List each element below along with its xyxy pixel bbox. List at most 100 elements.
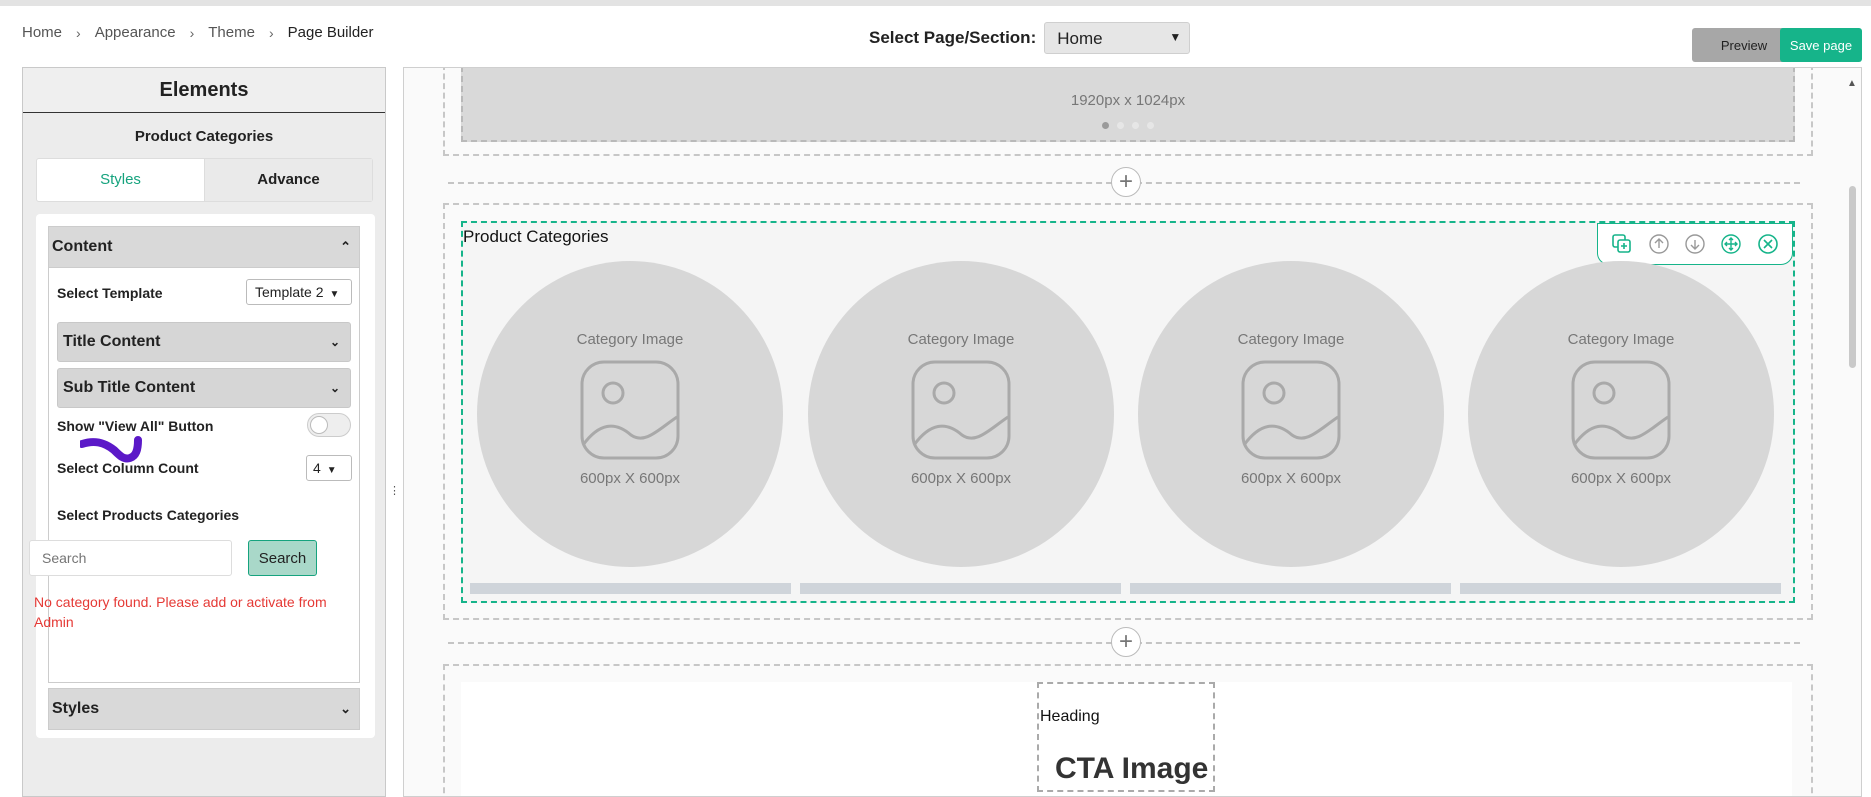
preview-button[interactable]: Preview xyxy=(1692,28,1796,62)
breadcrumb: Home › Appearance › Theme › Page Builder xyxy=(22,24,374,41)
top-strip xyxy=(0,0,1871,6)
image-placeholder-icon xyxy=(580,360,680,460)
column-count-label: Select Column Count xyxy=(57,460,199,476)
title-content-accordion[interactable]: Title Content ⌄ xyxy=(57,322,351,362)
slider-dot[interactable] xyxy=(1117,122,1124,129)
category-size: 600px X 600px xyxy=(579,470,681,487)
move-down-icon[interactable] xyxy=(1682,231,1708,257)
category-size: 600px X 600px xyxy=(910,470,1012,487)
panel-resize-handle[interactable]: ⋮ xyxy=(389,485,400,497)
view-all-label: Show "View All" Button xyxy=(57,418,214,434)
image-placeholder-icon xyxy=(911,360,1011,460)
slider-placeholder: 1920px x 1024px xyxy=(461,68,1795,142)
breadcrumb-theme[interactable]: Theme xyxy=(208,24,255,41)
close-icon[interactable] xyxy=(1755,231,1781,257)
tab-styles[interactable]: Styles xyxy=(37,159,205,201)
chevron-right-icon: › xyxy=(189,24,195,41)
title-content-label: Title Content xyxy=(63,333,161,350)
add-section-icon[interactable]: + xyxy=(1111,167,1141,197)
template-select[interactable]: Template 2 ▼ xyxy=(246,279,352,305)
breadcrumb-home[interactable]: Home xyxy=(22,24,63,41)
duplicate-icon[interactable] xyxy=(1609,231,1635,257)
category-caption: Category Image xyxy=(576,331,684,348)
page-canvas: ▲ 1920px x 1024px + Product Categories xyxy=(403,67,1862,797)
cta-section[interactable]: Heading CTA Image xyxy=(443,664,1813,796)
breadcrumb-appearance[interactable]: Appearance xyxy=(94,24,176,41)
chevron-down-icon: ▼ xyxy=(1169,30,1182,44)
template-label: Select Template xyxy=(57,285,163,301)
column-count-value: 4 xyxy=(313,460,321,476)
category-placeholder[interactable]: Category Image 600px X 600px xyxy=(1468,261,1774,567)
image-placeholder-icon xyxy=(1241,360,1341,460)
panel-tabs: Styles Advance xyxy=(36,158,373,202)
content-accordion-header[interactable]: Content ⌃ xyxy=(48,226,360,268)
cta-title: CTA Image xyxy=(1055,752,1209,785)
slider-dots xyxy=(1102,122,1154,129)
category-caption: Category Image xyxy=(1567,331,1675,348)
chevron-down-icon: ▼ xyxy=(329,289,340,300)
category-caption: Category Image xyxy=(907,331,1015,348)
purple-scribble-mark xyxy=(80,436,142,463)
element-toolbar xyxy=(1597,223,1793,265)
view-all-toggle[interactable] xyxy=(307,413,351,437)
settings-card: Content ⌃ Select Template Template 2 ▼ Ti… xyxy=(36,214,375,738)
template-select-value: Template 2 xyxy=(255,284,324,300)
category-name-bar xyxy=(1460,583,1781,594)
elements-panel: Elements Product Categories Styles Advan… xyxy=(22,67,386,797)
chevron-down-icon: ▼ xyxy=(326,465,337,476)
product-categories-section[interactable]: Product Categories Categ xyxy=(443,203,1813,620)
product-categories-title: Product Categories xyxy=(463,227,609,246)
no-category-error: No category found. Please add or activat… xyxy=(34,594,327,630)
chevron-up-icon: ⌃ xyxy=(340,239,351,254)
panel-subtitle: Product Categories xyxy=(134,128,274,145)
category-search-button[interactable]: Search xyxy=(248,540,317,576)
category-name-bar xyxy=(470,583,791,594)
cta-heading: Heading xyxy=(1040,708,1100,725)
chevron-down-icon: ⌄ xyxy=(340,701,351,716)
subtitle-content-accordion[interactable]: Sub Title Content ⌄ xyxy=(57,368,351,408)
move-up-icon[interactable] xyxy=(1646,231,1672,257)
column-count-select[interactable]: 4▼ xyxy=(306,455,352,481)
toggle-knob xyxy=(310,416,328,434)
chevron-down-icon: ⌄ xyxy=(329,335,340,349)
chevron-right-icon: › xyxy=(76,24,81,41)
scrollbar-thumb[interactable] xyxy=(1849,186,1856,368)
category-name-bar xyxy=(800,583,1121,594)
slider-size-label: 1920px x 1024px xyxy=(1070,92,1186,109)
content-accordion-label: Content xyxy=(52,238,113,255)
drag-move-icon[interactable] xyxy=(1718,231,1744,257)
category-placeholder[interactable]: Category Image 600px X 600px xyxy=(808,261,1114,567)
chevron-right-icon: › xyxy=(268,24,274,41)
category-placeholder[interactable]: Category Image 600px X 600px xyxy=(1138,261,1444,567)
canvas-scrollbar[interactable]: ▲ xyxy=(1847,78,1857,796)
category-placeholder[interactable]: Category Image 600px X 600px xyxy=(477,261,783,567)
content-accordion-body xyxy=(48,268,360,683)
styles-accordion-header[interactable]: Styles ⌄ xyxy=(48,688,360,730)
styles-accordion-label: Styles xyxy=(52,700,100,717)
category-caption: Category Image xyxy=(1237,331,1345,348)
scroll-up-icon[interactable]: ▲ xyxy=(1847,78,1857,89)
page-select-value: Home xyxy=(1057,29,1103,48)
category-size: 600px X 600px xyxy=(1240,470,1342,487)
category-search-input[interactable] xyxy=(29,540,232,576)
tab-advance[interactable]: Advance xyxy=(205,159,372,201)
slider-dot[interactable] xyxy=(1147,122,1154,129)
categories-label: Select Products Categories xyxy=(57,507,240,523)
slider-dot[interactable] xyxy=(1102,122,1109,129)
category-name-bar xyxy=(1130,583,1451,594)
page-section-selector: Select Page/Section: Home ▼ xyxy=(869,22,1191,54)
page-select-dropdown[interactable]: Home ▼ xyxy=(1044,22,1191,54)
select-page-label: Select Page/Section: xyxy=(869,28,1037,47)
cta-block: Heading CTA Image xyxy=(461,682,1792,796)
add-section-icon[interactable]: + xyxy=(1111,627,1141,657)
chevron-down-icon: ⌄ xyxy=(329,381,340,395)
breadcrumb-current: Page Builder xyxy=(287,24,374,41)
product-categories-block[interactable]: Product Categories Categ xyxy=(461,221,1795,603)
panel-title: Elements xyxy=(23,68,385,113)
slider-section[interactable]: 1920px x 1024px xyxy=(443,68,1813,156)
category-size: 600px X 600px xyxy=(1570,470,1672,487)
save-page-button[interactable]: Save page xyxy=(1780,28,1862,62)
slider-dot[interactable] xyxy=(1132,122,1139,129)
cta-heading-block[interactable]: Heading CTA Image xyxy=(1037,682,1215,792)
subtitle-content-label: Sub Title Content xyxy=(63,379,196,396)
